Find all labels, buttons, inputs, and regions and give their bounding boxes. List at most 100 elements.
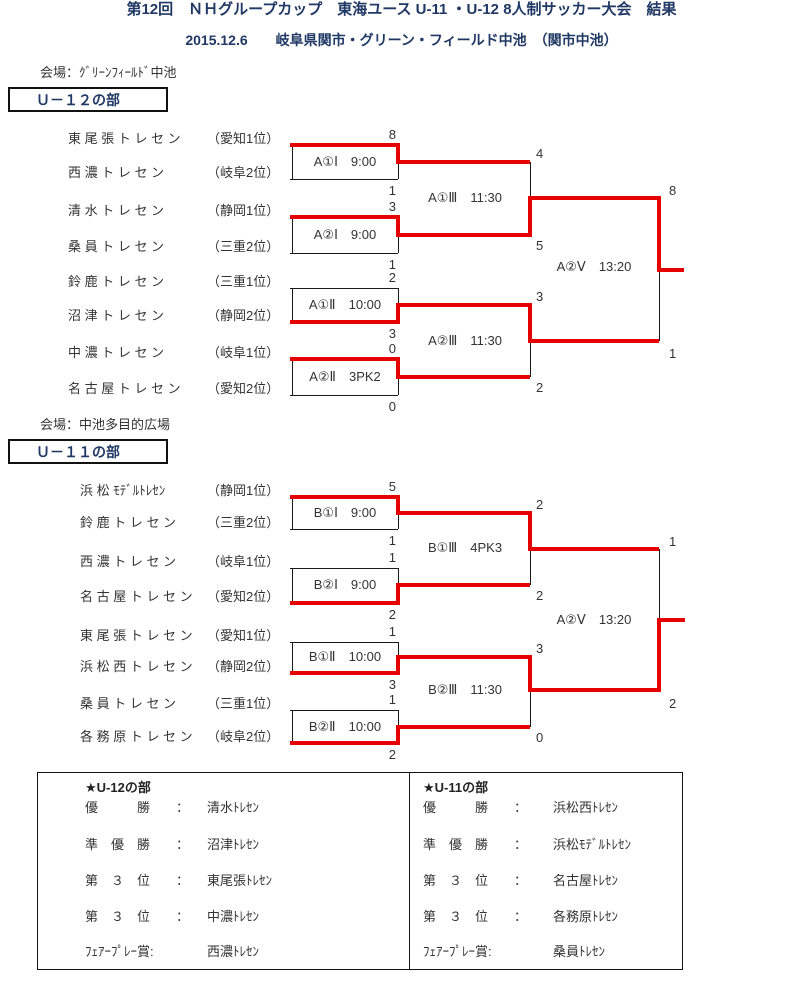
team-score: 1 <box>388 533 396 548</box>
winner-line <box>659 268 684 272</box>
result-label: 準 優 勝 ： <box>85 837 190 852</box>
match-label: A①Ⅱ 10:00 <box>308 297 382 312</box>
team-seed: （岐阜1位） <box>207 345 280 360</box>
result-label: 優 勝 ： <box>85 800 190 815</box>
team-score: 3 <box>388 677 396 692</box>
bracket-line <box>292 288 293 322</box>
match-score: 5 <box>536 238 544 253</box>
bracket-line <box>290 253 398 254</box>
result-value: 中濃ﾄﾚｾﾝ <box>207 909 260 924</box>
bracket-line <box>398 568 399 585</box>
winner-line <box>398 160 530 164</box>
team-seed: （静岡1位） <box>207 203 280 218</box>
result-label: 優 勝 ： <box>423 800 528 815</box>
bracket-line <box>398 710 399 727</box>
winner-line <box>290 357 398 361</box>
page-subtitle: 2015.12.6 岐阜県関市・グリーン・フィールド中池 （関市中池） <box>185 32 618 48</box>
winner-line <box>396 655 400 675</box>
match-score: 1 <box>669 534 677 549</box>
team-seed: （愛知1位） <box>207 131 280 146</box>
team-seed: （三重1位） <box>207 696 280 711</box>
winner-line <box>290 741 398 745</box>
match-label: A②Ⅱ 3PK2 <box>309 369 381 384</box>
winner-line <box>290 143 398 147</box>
team-name: 桑 員 ト レ セ ン <box>68 239 165 254</box>
winner-line <box>657 196 661 272</box>
winner-line <box>530 339 659 343</box>
bracket-line <box>290 568 398 569</box>
result-value: 浜松西ﾄﾚｾﾝ <box>553 800 619 815</box>
winner-line <box>528 303 532 343</box>
bracket-line <box>530 690 531 727</box>
winner-line <box>530 547 659 551</box>
team-score: 1 <box>388 692 396 707</box>
team-name: 各 務 原 ト レ セ ン <box>80 729 193 744</box>
result-label: ﾌｪｱｰﾌﾟﾚｰ賞: <box>85 944 154 959</box>
venue-label: 会場：ｸﾞﾘｰﾝﾌｨｰﾙﾄﾞ中池 <box>40 65 177 80</box>
team-seed: （岐阜1位） <box>207 554 280 569</box>
team-name: 西 濃 ト レ セ ン <box>80 554 177 569</box>
team-name: 浜 松 西 ト レ セ ン <box>80 659 193 674</box>
bracket-line <box>398 288 399 305</box>
column-divider <box>409 772 410 970</box>
result-label: 第 ３ 位 ： <box>85 909 190 924</box>
winner-line <box>396 495 400 515</box>
section-title-box <box>8 87 168 112</box>
match-label: B②Ⅰ 9:00 <box>313 577 377 592</box>
match-label: A②Ⅴ 13:20 <box>556 612 632 627</box>
winner-line <box>528 655 532 692</box>
bracket-line <box>292 497 293 529</box>
team-name: 清 水 ト レ セ ン <box>68 203 165 218</box>
result-value: 浜松ﾓﾃﾞﾙﾄﾚｾﾝ <box>553 837 632 852</box>
result-label: 準 優 勝 ： <box>423 837 528 852</box>
match-label: A②Ⅲ 11:30 <box>428 333 502 348</box>
team-score: 1 <box>388 550 396 565</box>
winner-line <box>398 303 530 307</box>
team-name: 名 古 屋 ト レ セ ン <box>80 589 193 604</box>
winner-line <box>290 215 398 219</box>
result-value: 名古屋ﾄﾚｾﾝ <box>553 873 619 888</box>
team-seed: （静岡2位） <box>207 659 280 674</box>
team-score: 1 <box>388 624 396 639</box>
bracket-line <box>290 395 398 396</box>
match-score: 3 <box>536 641 544 656</box>
results-heading: ★U-11の部 <box>423 780 489 795</box>
team-seed: （岐阜2位） <box>207 165 280 180</box>
team-name: 鈴 鹿 ト レ セ ン <box>68 274 165 289</box>
team-seed: （三重2位） <box>207 515 280 530</box>
team-seed: （静岡1位） <box>207 483 280 498</box>
winner-line <box>290 320 398 324</box>
team-seed: （愛知2位） <box>207 589 280 604</box>
winner-line <box>398 655 530 659</box>
winner-line <box>659 618 685 622</box>
match-label: A②Ⅰ 9:00 <box>313 227 377 242</box>
winner-line <box>530 688 659 692</box>
venue-label: 会場：中池多目的広場 <box>40 417 171 432</box>
results-box <box>37 772 683 970</box>
bracket-line <box>290 529 398 530</box>
team-name: 鈴 鹿 ト レ セ ン <box>80 515 177 530</box>
winner-line <box>290 601 398 605</box>
match-label: B②Ⅲ 11:30 <box>428 682 502 697</box>
team-seed: （三重2位） <box>207 239 280 254</box>
bracket-line <box>398 513 399 529</box>
team-score: 2 <box>388 607 396 622</box>
winner-line <box>398 233 530 237</box>
match-label: A②Ⅴ 13:20 <box>556 259 632 274</box>
bracket-line <box>290 179 398 180</box>
result-value: 東尾張ﾄﾚｾﾝ <box>207 873 273 888</box>
bracket-line <box>290 288 398 289</box>
team-name: 名 古 屋 ト レ セ ン <box>68 381 181 396</box>
team-seed: （愛知1位） <box>207 628 280 643</box>
winner-line <box>396 143 400 164</box>
result-label: 第 ３ 位 ： <box>423 873 528 888</box>
team-seed: （三重1位） <box>207 274 280 289</box>
winner-line <box>657 618 661 692</box>
match-label: B①Ⅱ 10:00 <box>308 649 382 664</box>
team-score: 1 <box>388 183 396 198</box>
section-title-box <box>8 439 168 464</box>
match-score: 8 <box>669 183 677 198</box>
winner-line <box>290 671 398 675</box>
section-title: Ｕ－１２の部 <box>36 92 120 108</box>
